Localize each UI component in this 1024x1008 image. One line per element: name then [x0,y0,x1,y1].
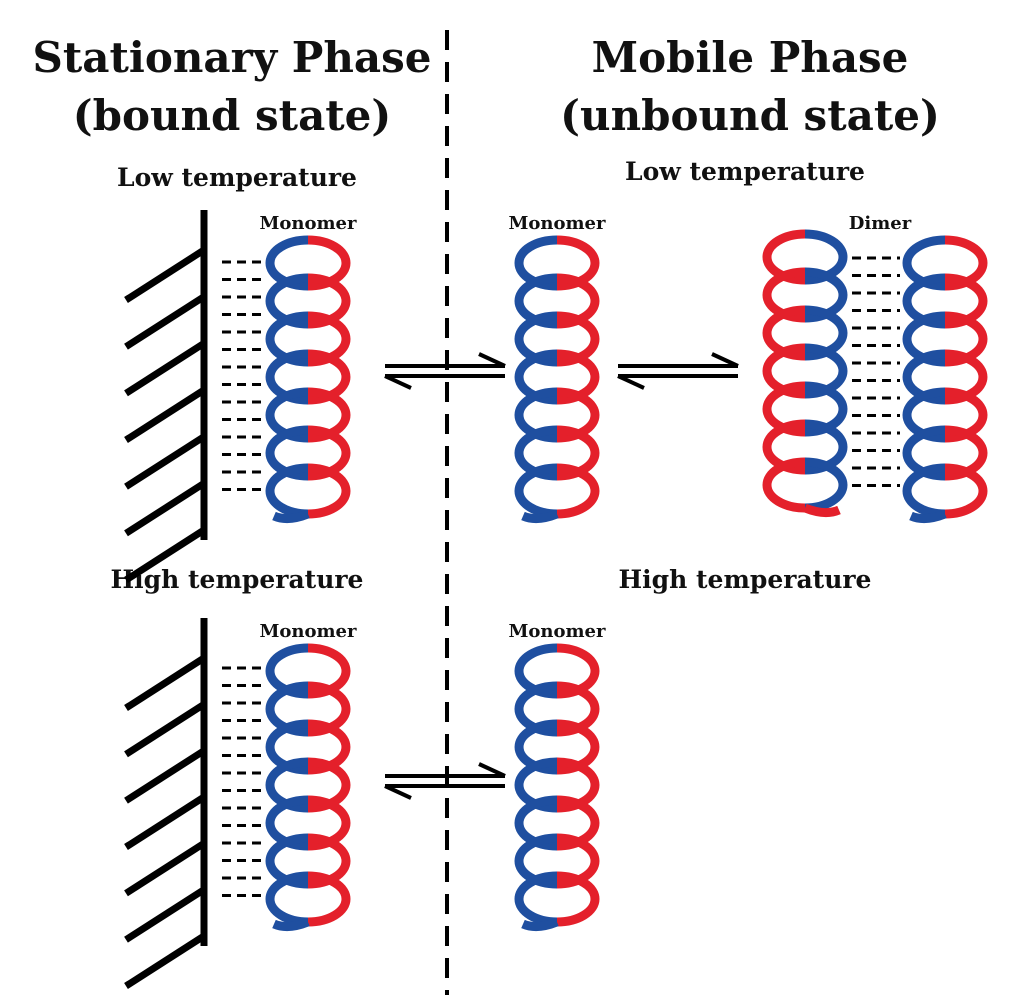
helix-turn-back [307,871,351,927]
surface-hatch [124,527,206,583]
surface-hatch [124,886,206,943]
forward-arrow-barb [478,762,506,778]
helix-tail [272,509,310,524]
equilibrium-arrow-bound-free-low [384,352,506,390]
helix-free-low [514,235,600,524]
low-temp-left-heading: Low temperature [117,163,357,192]
high-free-monomer-label: Monomer [508,621,606,642]
helix-turn-back [944,463,988,519]
surface-hatch [124,293,206,350]
helix-turn-front [265,871,309,927]
dimer-label: Dimer [849,213,912,234]
equilibrium-arrow-bound-free-high [384,762,506,800]
helix-turn-back [556,463,600,519]
stationary-surface-low [124,210,208,583]
helix-tail [909,509,947,524]
helix-turn-front [514,871,558,927]
helix-turn-front [902,463,946,519]
surface-hatch [124,480,206,537]
helix-turn-front [265,463,309,519]
surface-hatch [124,933,206,989]
surface-hatch [124,701,206,758]
helix-tail [803,503,841,518]
low-free-monomer-label: Monomer [508,213,606,234]
surface-hatch [124,840,206,897]
high-temp-right-heading: High temperature [619,565,872,594]
high-bound-monomer-label: Monomer [259,621,357,642]
mobile-title-line1: Mobile Phase [592,33,909,82]
helix-bound-low [265,235,351,524]
mobile-title-line2: (unbound state) [560,91,940,140]
helix-tail [521,917,559,932]
helix-turn-back [556,871,600,927]
reverse-arrow-barb [384,374,412,390]
surface-hatch [124,340,206,397]
helix-turn-front [514,463,558,519]
low-temp-right-heading: Low temperature [625,157,865,186]
helix-free-high [514,643,600,932]
helix-dimer-left [762,229,848,518]
surface-hatch [124,247,206,303]
forward-arrow-barb [711,352,739,368]
helix-turn-back [804,457,848,513]
surface-hatch [124,794,206,850]
bound-interaction-lines-low [222,260,262,491]
equilibrium-arrow-monomer-dimer [617,352,739,390]
helix-tail [272,917,310,932]
surface-hatch [124,433,206,490]
surface-hatch [124,387,206,443]
high-temp-left-heading: High temperature [111,565,364,594]
low-bound-monomer-label: Monomer [259,213,357,234]
surface-hatch [124,655,206,711]
bound-interaction-lines-high [222,666,262,897]
stationary-title-line2: (bound state) [73,91,392,140]
helix-bound-high [265,643,351,932]
helix-dimer-right [902,235,988,524]
reverse-arrow-barb [617,374,645,390]
helix-tail [521,509,559,524]
forward-arrow-barb [478,352,506,368]
helix-turn-front [762,457,806,513]
surface-hatch [124,747,206,804]
dimer-interaction-lines [852,256,900,487]
stationary-title-line1: Stationary Phase [33,33,432,82]
reverse-arrow-barb [384,784,412,800]
helix-turn-back [307,463,351,519]
stationary-surface-high [124,618,208,989]
